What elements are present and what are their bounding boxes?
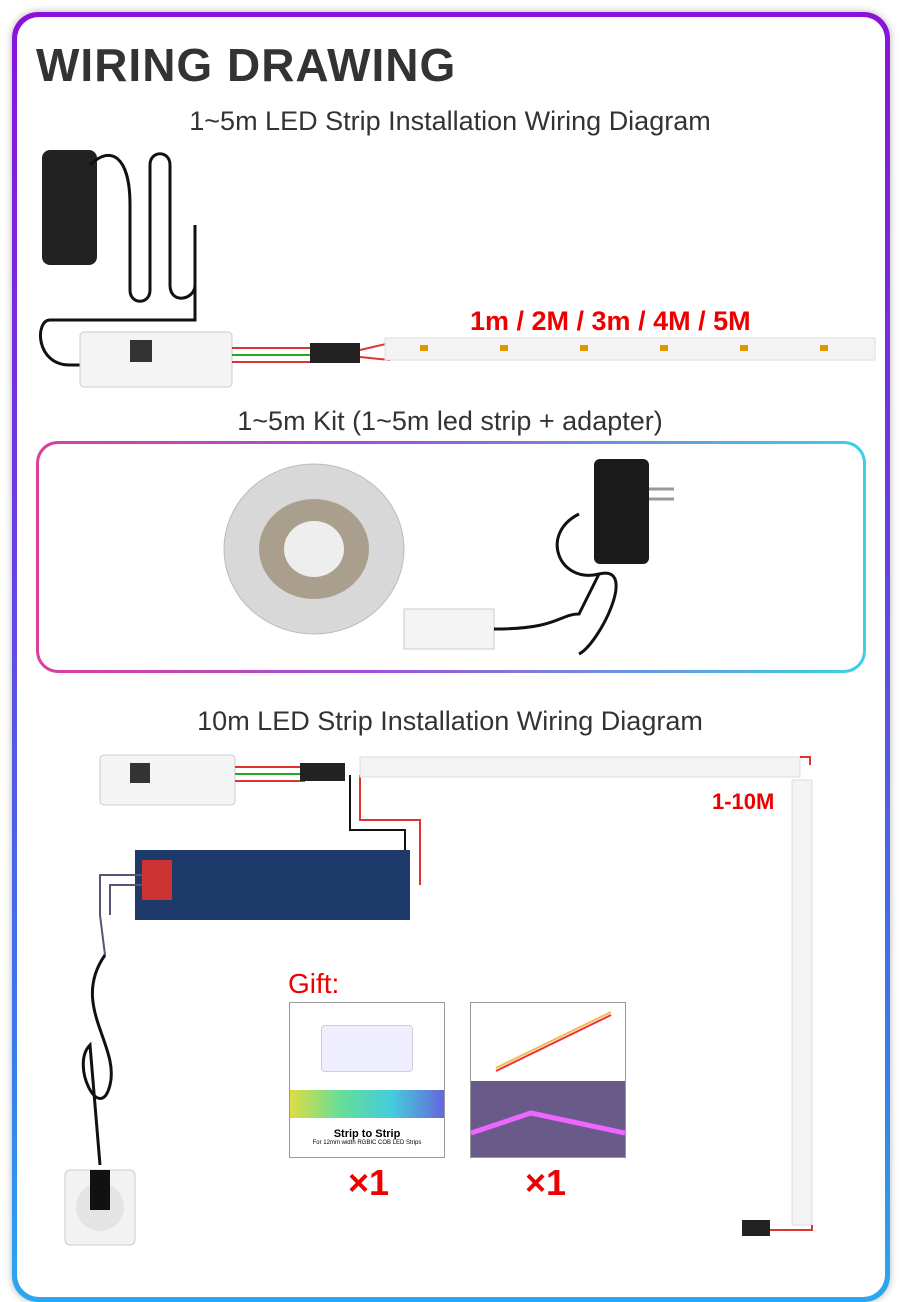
gift-corner-connector-image — [470, 1002, 626, 1158]
kit-heading: 1~5m Kit (1~5m led strip + adapter) — [237, 406, 663, 436]
end-connector — [742, 1220, 770, 1236]
gift-qty-1: ×1 — [348, 1162, 390, 1203]
gift-label: Gift: — [288, 968, 340, 999]
led-strip-horizontal — [359, 756, 801, 778]
power-adapter — [42, 150, 97, 265]
strip-length-label: 1m / 2M / 3m / 4M / 5M — [470, 306, 751, 336]
kit-photo — [223, 459, 674, 656]
section1-heading: 1~5m LED Strip Installation Wiring Diagr… — [189, 106, 711, 136]
connector — [300, 763, 345, 781]
wiring-diagram-1to5m — [38, 150, 876, 388]
section2-heading: 10m LED Strip Installation Wiring Diagra… — [197, 706, 703, 736]
gift-title: Strip to Strip — [333, 1128, 401, 1140]
power-adapter — [594, 459, 649, 564]
gift-qty-2: ×1 — [525, 1162, 567, 1203]
led-strip — [384, 337, 876, 361]
wiring-diagram-10m — [64, 754, 813, 1246]
led-strip-vertical — [791, 779, 813, 1226]
qr-code — [130, 340, 152, 362]
led-controller — [99, 754, 236, 806]
plug — [90, 1170, 110, 1210]
led-controller — [79, 331, 233, 388]
strip-length-label: 1-10M — [712, 789, 775, 814]
gift-caption: For 12mm width RGBIC COB LED Strips — [312, 1140, 422, 1146]
kit-panel — [36, 441, 866, 673]
controller — [403, 608, 495, 650]
power-supply — [135, 850, 410, 920]
connector — [310, 343, 360, 363]
gift-strip-to-strip-image: Strip to Strip For 12mm width RGBIC COB … — [289, 1002, 445, 1158]
page-title: WIRING DRAWING — [36, 39, 457, 91]
